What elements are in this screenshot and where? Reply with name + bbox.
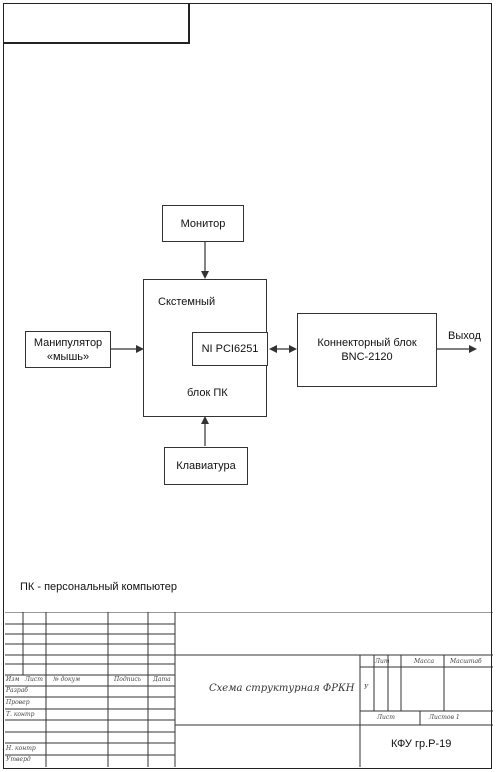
- tb-doc: № докум: [53, 676, 81, 683]
- corner-stamp: [3, 3, 190, 44]
- manipulator-arrowhead: [136, 345, 144, 353]
- keyboard-arrowhead: [201, 416, 209, 424]
- connector-label-line2: BNC-2120: [341, 351, 393, 363]
- ni-card-label: NI PCI6251: [201, 343, 259, 355]
- tb-doc-title: Схема структурная ФРКН: [209, 683, 355, 694]
- tb-group: КФУ гр.Р-19: [391, 738, 452, 750]
- monitor-label: Монитор: [180, 217, 226, 230]
- tb-masshtab: Масштаб: [450, 658, 482, 665]
- tb-lit: Лит: [375, 658, 390, 665]
- system-unit-label-bottom: блок ПК: [187, 387, 228, 399]
- tb-izm: Изм: [6, 676, 20, 683]
- tb-utverd: Утверд: [6, 756, 31, 763]
- tb-sheet: Лист: [377, 714, 395, 721]
- tb-razrab: Разраб: [6, 687, 28, 694]
- tb-n-kontr: Н. контр: [6, 745, 36, 752]
- tb-podp: Подпись: [114, 676, 142, 683]
- drawing-frame: [3, 3, 492, 769]
- tb-prover: Провер: [6, 699, 30, 706]
- connector-block: Коннекторный блок BNC-2120: [297, 313, 437, 387]
- footnote: ПК - персональный компьютер: [20, 581, 178, 593]
- tb-sheets: Листов 1: [429, 714, 460, 721]
- output-label: Выход: [448, 330, 481, 342]
- connector-left-arrowhead: [289, 345, 297, 353]
- tb-data: Дата: [153, 676, 171, 683]
- ni-card-block: NI PCI6251: [192, 332, 268, 366]
- connector-label-line1: Коннекторный блок: [317, 337, 417, 349]
- tb-letter: У: [364, 684, 369, 691]
- manipulator-label-line2: «мышь»: [46, 350, 90, 363]
- monitor-block: Монитор: [162, 205, 244, 242]
- title-block: Изм Лист № докум Подпись Дата Разраб Про…: [5, 612, 493, 767]
- title-block-grid: [5, 612, 493, 767]
- keyboard-block: Клавиатура: [164, 447, 248, 485]
- ni-left-arrowhead: [269, 345, 277, 353]
- monitor-arrowhead: [201, 271, 209, 279]
- tb-massa: Масса: [414, 658, 435, 665]
- keyboard-label: Клавиатура: [176, 460, 236, 472]
- manipulator-block: Манипулятор «мышь»: [25, 331, 111, 368]
- tb-list: Лист: [25, 676, 43, 683]
- output-arrowhead: [469, 345, 477, 353]
- manipulator-label-line1: Манипулятор: [33, 336, 103, 349]
- system-unit-label-top: Скстемный: [158, 296, 216, 308]
- tb-t-kontr: Т. контр: [6, 711, 35, 718]
